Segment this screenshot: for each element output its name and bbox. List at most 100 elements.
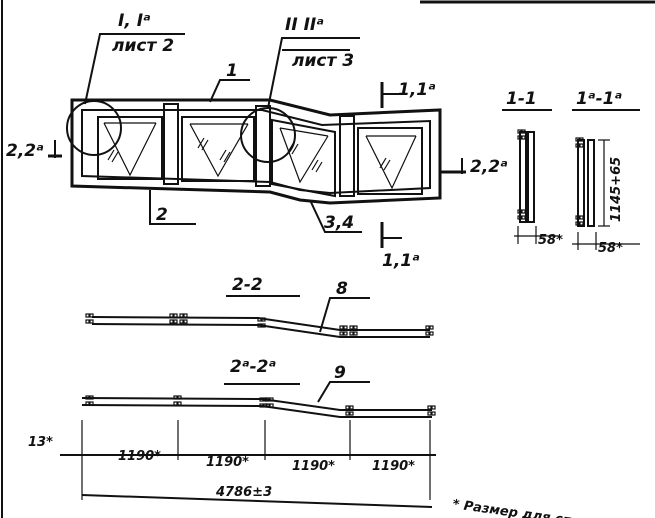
joint-symbol bbox=[343, 331, 348, 336]
joint-symbol bbox=[349, 411, 354, 416]
joint-symbol bbox=[169, 313, 174, 318]
dim-1190-1: 1190* bbox=[118, 449, 161, 464]
front-elevation bbox=[66, 98, 442, 205]
callout-sheet2-ref: I, Iᵃ bbox=[118, 11, 151, 31]
joint-symbol bbox=[261, 323, 266, 328]
joint-symbol bbox=[349, 331, 354, 336]
dimension-chain: 13* 1190* 1190* 1190* 1190* 4786±3 bbox=[28, 420, 436, 508]
joint-symbol bbox=[579, 137, 584, 142]
joint-symbol bbox=[259, 403, 264, 408]
dim-1190-3: 1190* bbox=[292, 459, 335, 474]
section-1a-1a-profile bbox=[577, 139, 585, 227]
joint-symbol bbox=[579, 143, 584, 148]
elevation-inner-outline bbox=[81, 109, 431, 195]
detail-circle-2 bbox=[240, 107, 296, 163]
marker-8-leader bbox=[319, 297, 370, 333]
view-1a-1a-title: 1ᵃ-1ᵃ bbox=[576, 89, 622, 109]
joint-symbol bbox=[575, 215, 580, 220]
panel-2-frame bbox=[181, 116, 255, 182]
section-cuts: 1,1ᵃ 1,1ᵃ 2,2ᵃ 2,2ᵃ bbox=[6, 80, 508, 271]
panel-4-glazing bbox=[365, 135, 417, 190]
marker-3-4: 3,4 bbox=[324, 213, 354, 233]
joint-symbol bbox=[425, 331, 430, 336]
panel-3-glazing bbox=[279, 127, 329, 184]
joint-symbol bbox=[173, 319, 178, 324]
joint-symbol bbox=[517, 209, 522, 214]
joint-symbol bbox=[353, 325, 358, 330]
section-height: 1145+65 bbox=[609, 157, 624, 222]
marker-8: 8 bbox=[336, 279, 348, 299]
cut-22a-right: 2,2ᵃ bbox=[470, 157, 508, 177]
joint-symbol bbox=[257, 317, 262, 322]
mullion-3 bbox=[339, 115, 355, 197]
callout-sheet3-ref: II IIᵃ bbox=[285, 15, 324, 35]
joint-symbol bbox=[427, 405, 432, 410]
section-width-2: 58* bbox=[598, 241, 623, 256]
dim-line-total bbox=[81, 494, 433, 508]
plan-2-2-wall-inner bbox=[91, 323, 430, 338]
joint-symbol bbox=[345, 411, 350, 416]
joint-symbol bbox=[575, 137, 580, 142]
joint-symbol bbox=[431, 411, 436, 416]
callout-sheet3-label: лист 3 bbox=[292, 51, 354, 71]
joint-symbol bbox=[89, 395, 94, 400]
joint-symbol bbox=[429, 325, 434, 330]
joint-symbol bbox=[425, 325, 430, 330]
joint-symbol bbox=[521, 215, 526, 220]
joint-symbol bbox=[169, 319, 174, 324]
callouts: I, Iᵃ лист 2 II IIᵃ лист 3 1 2 3,4 bbox=[84, 11, 362, 233]
callout-leader-1 bbox=[84, 33, 185, 105]
joint-symbol bbox=[517, 135, 522, 140]
joint-symbol bbox=[85, 401, 90, 406]
mullion-2 bbox=[255, 105, 271, 187]
joint-symbol bbox=[183, 319, 188, 324]
joint-symbol bbox=[177, 401, 182, 406]
marker-1-leader bbox=[209, 79, 250, 103]
plan-2a-wall-outer bbox=[81, 397, 432, 411]
joint-symbol bbox=[265, 397, 270, 402]
joint-symbol bbox=[269, 403, 274, 408]
joint-symbol bbox=[517, 129, 522, 134]
joint-symbol bbox=[575, 143, 580, 148]
marker-9-leader bbox=[317, 381, 370, 403]
panel-4-frame bbox=[357, 127, 423, 195]
view-2a-2a-title: 2ᵃ-2ᵃ bbox=[230, 357, 276, 377]
dim-total: 4786±3 bbox=[215, 485, 272, 500]
joint-symbol bbox=[89, 401, 94, 406]
plan-2-2: 2-2 8 bbox=[85, 275, 434, 338]
joint-symbol bbox=[343, 325, 348, 330]
view-2-2-title: 2-2 bbox=[232, 275, 263, 295]
marker-34-leader bbox=[309, 199, 362, 233]
joint-symbol bbox=[575, 221, 580, 226]
joint-symbol bbox=[339, 325, 344, 330]
joint-symbol bbox=[179, 319, 184, 324]
panel-1-frame bbox=[97, 116, 163, 180]
joint-symbol bbox=[429, 331, 434, 336]
joint-symbol bbox=[183, 313, 188, 318]
dim-1190-4: 1190* bbox=[372, 459, 415, 474]
view-1-1-title: 1-1 bbox=[506, 89, 537, 109]
joint-symbol bbox=[173, 401, 178, 406]
joint-symbol bbox=[579, 221, 584, 226]
panel-2-glazing bbox=[189, 123, 249, 178]
callout-leader-2 bbox=[267, 37, 360, 109]
elevation-outline bbox=[70, 98, 442, 205]
joint-symbol bbox=[261, 317, 266, 322]
marker-2-leader bbox=[149, 190, 196, 225]
joint-symbol bbox=[173, 313, 178, 318]
joint-symbol bbox=[521, 135, 526, 140]
joint-symbol bbox=[521, 129, 526, 134]
joint-symbol bbox=[173, 395, 178, 400]
marker-1: 1 bbox=[226, 61, 238, 81]
joint-symbol bbox=[89, 319, 94, 324]
mullion-1 bbox=[163, 103, 179, 185]
cut-11a-bottom: 1,1ᵃ bbox=[382, 251, 420, 271]
joint-symbol bbox=[85, 319, 90, 324]
joint-symbol bbox=[179, 313, 184, 318]
cut-11a-top: 1,1ᵃ bbox=[398, 80, 436, 100]
joint-symbol bbox=[521, 209, 526, 214]
joint-symbol bbox=[349, 325, 354, 330]
joint-symbol bbox=[579, 215, 584, 220]
joint-symbol bbox=[259, 397, 264, 402]
